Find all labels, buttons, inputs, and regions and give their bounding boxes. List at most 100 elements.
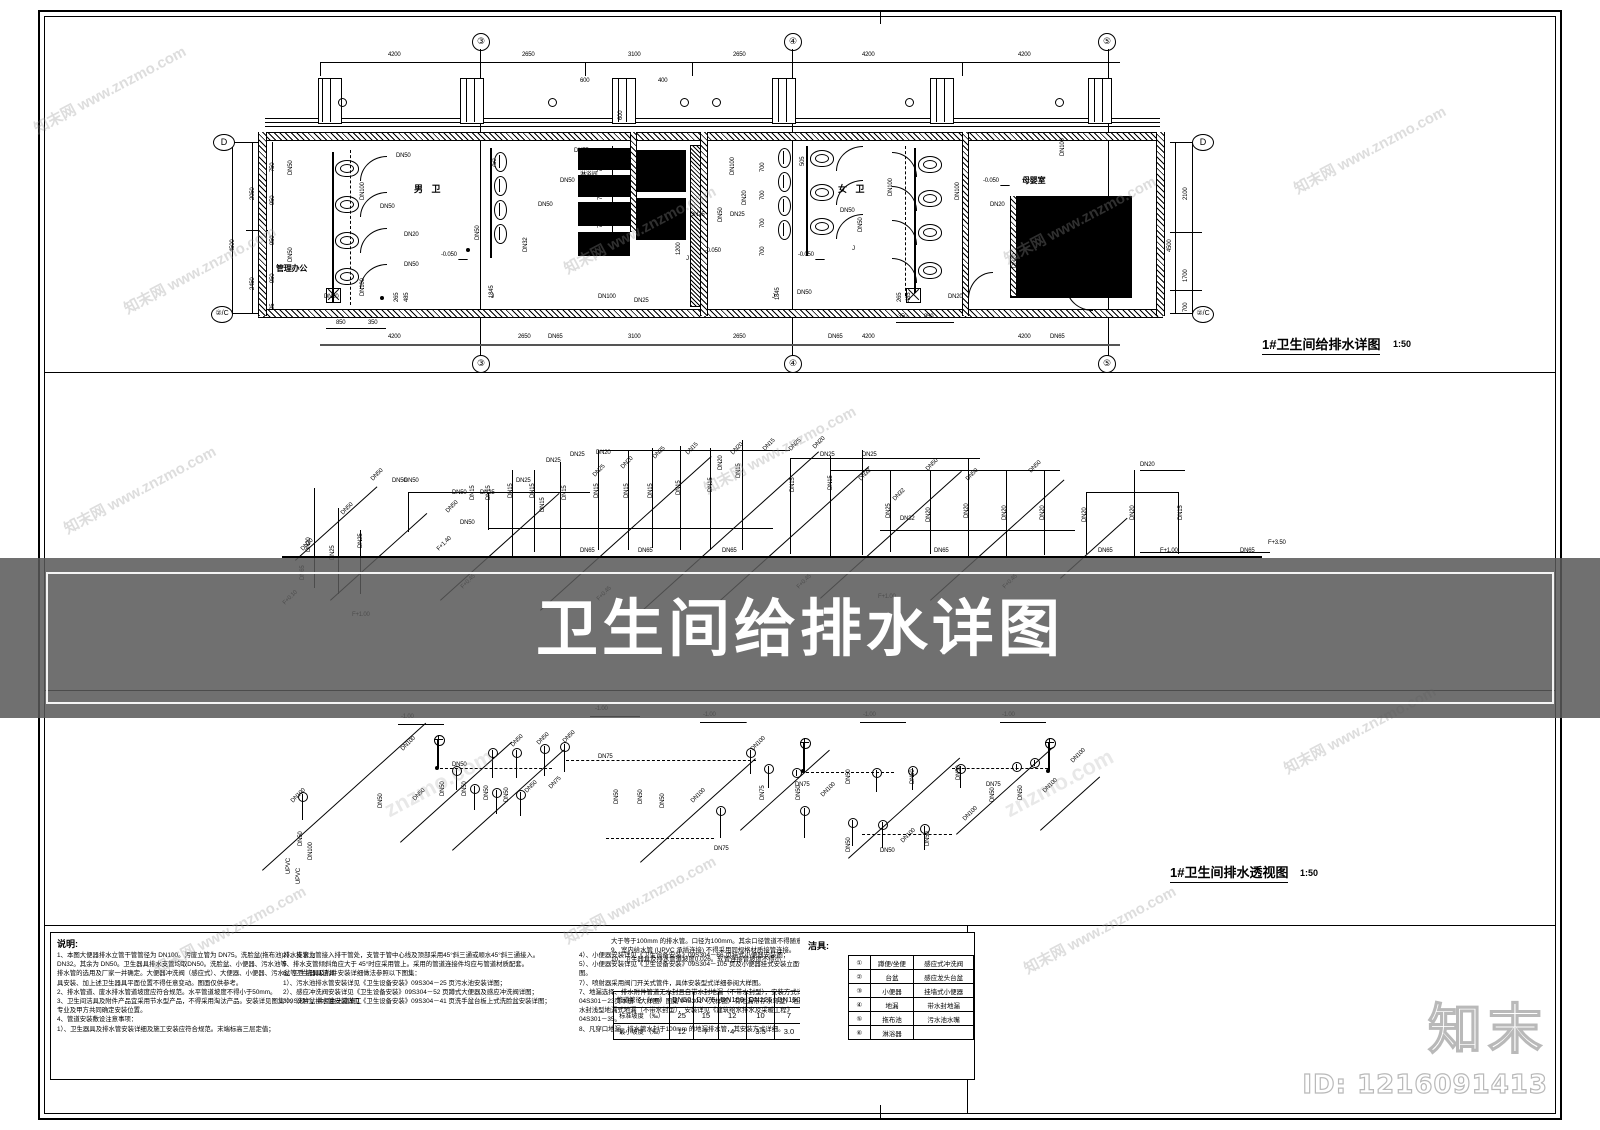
pipe-shaft-mid: [690, 145, 701, 307]
dim-top-6: 4200: [1018, 52, 1031, 58]
table-row: ① 蹲便/坐便 感应式冲洗阀: [848, 955, 974, 970]
grid-bubble-D: D: [213, 134, 235, 151]
pipe-tag: DN50: [396, 153, 411, 159]
branch-mark-J: J: [491, 294, 494, 300]
shower-room: [636, 198, 686, 240]
pipe-tag: DN15: [530, 483, 536, 498]
basin-fixture: [604, 238, 624, 251]
cell: DN50: [669, 991, 695, 1008]
floor-drain: [906, 288, 921, 303]
pipe-tag: DN65: [1098, 548, 1113, 554]
fixture-drop: [852, 826, 853, 846]
shower-outline: [578, 148, 630, 170]
note-line: 9、室内给水管 (UPVC 承插连接) 不得采用同规格材质接管连接。: [611, 947, 796, 955]
urinal-fixture: [778, 172, 791, 192]
table-row: ⑥ 淋浴器: [848, 1025, 974, 1040]
pipe-tag: DN15: [562, 485, 568, 500]
pipe-tag: DN100: [598, 294, 616, 300]
elevation-marker: -0.050: [983, 178, 999, 184]
grid-bubble-C: ②/C: [211, 306, 233, 323]
urinal-fixture: [778, 148, 791, 168]
room-label-shower2: 淋浴间: [648, 172, 666, 178]
fixture-drop: [912, 774, 913, 790]
note-line: 10、卫生器具及排水管道坡度0.026。软管连接管坡度不得小: [611, 956, 782, 964]
pipe-tag: DN50: [538, 202, 553, 208]
elev-tag: F+1.00: [1160, 548, 1178, 554]
pipe-tag: DN50: [452, 490, 467, 496]
pipe-tag: DN25: [730, 212, 745, 218]
wc-fixture: [335, 160, 359, 177]
supply-run: [488, 528, 773, 529]
supply-riser: [1178, 492, 1179, 554]
column-line: [944, 78, 945, 122]
pipe-tag: DN20: [1082, 507, 1088, 522]
wall-left: [258, 132, 267, 316]
note-line: 5、排水支管倾斜角应大于 45°时应采用管上。采用的管道连接件均应与管道材质配套…: [283, 961, 529, 969]
cell: 3.5: [745, 1023, 776, 1040]
cell: 7: [774, 1007, 804, 1024]
cell: 12: [717, 1007, 747, 1024]
pipe-tag: DN15: [470, 485, 476, 500]
ground-ref: [860, 722, 906, 723]
pipe-tag: DN100: [730, 157, 736, 175]
upvc-tag: UPVC: [286, 858, 292, 874]
dim-tick: [226, 142, 266, 143]
drain-dashed-run: [440, 768, 552, 769]
wall-bottom: [258, 309, 1163, 318]
pipe-node: [801, 769, 805, 773]
room-label-washroom: 盥洗间: [645, 206, 663, 212]
table-row: 标准坡度 （‰） 25 15 12 10 7 5: [612, 1007, 832, 1024]
pipe-tag: DN65: [580, 548, 595, 554]
cell-num: ⑤: [848, 1011, 871, 1026]
drain-dashed-run: [862, 834, 952, 835]
pipe-node: [1046, 769, 1050, 773]
cell-num: ⑥: [848, 1025, 871, 1040]
grid-bubble-4b: ④: [784, 355, 802, 373]
column-stub: [612, 78, 636, 124]
grid-bubble-3: ③: [472, 33, 490, 51]
dim-tick: [585, 62, 586, 76]
pipe-tag: DN20: [926, 507, 932, 522]
pipe-tag: DN20: [742, 190, 748, 205]
wall-boiler: [1010, 196, 1017, 296]
plan-title: 1#卫生间给排水详图: [1262, 334, 1381, 355]
dim-inner-3: 950: [270, 235, 276, 245]
dim-misc: 300: [1050, 218, 1060, 224]
dim-misc: 1200: [676, 242, 682, 255]
supply-riser: [652, 448, 653, 548]
dim-line-sm: [326, 328, 386, 329]
dim-misc: 1045: [583, 240, 596, 246]
dim-inner-1: 750: [270, 162, 276, 172]
dim-tick: [962, 62, 963, 76]
pipe-tag: DN25: [886, 503, 892, 518]
room-label-office: 管理办公: [276, 264, 308, 273]
column-line: [330, 78, 331, 122]
elev-tag: F+3.50: [1268, 540, 1286, 546]
center-tick-bottom: [880, 1105, 881, 1120]
cleanout-symbol: [470, 784, 480, 794]
dim-right-2: 1700: [1183, 269, 1189, 282]
urinal-fixture: [494, 224, 507, 244]
pipe-node: [380, 296, 384, 300]
column-stub: [1088, 78, 1112, 124]
fixture-drop: [882, 828, 883, 848]
floor-drain: [326, 288, 341, 303]
pipe-tag: DN50: [840, 208, 855, 214]
note-line: 2、排水管道、废水排水管道坡度应符合规范。水平管道坡度不得小于50mm。: [57, 988, 277, 996]
branch-mark-J: J: [852, 246, 855, 252]
supply-riser: [790, 458, 791, 554]
fixture-drop: [750, 756, 751, 774]
drain-dashed-run: [566, 760, 756, 761]
supply-run: [1086, 492, 1178, 493]
pipe-tag: DN50: [910, 769, 916, 784]
urinal-fixture: [494, 176, 507, 196]
dim-misc: 450: [1090, 268, 1100, 274]
fixture-drop: [474, 792, 475, 810]
ground-ref: [700, 722, 746, 723]
note-line: 7）、喷射器采用阀门开关式管件，具体安装型式详细参阅大样图。: [579, 979, 765, 987]
dim-spacing-1: 700: [598, 162, 604, 172]
dim-line-urinals: [612, 146, 613, 256]
pipe-dashed-vertical: [905, 146, 906, 296]
supply-riser: [930, 470, 931, 554]
column-stub: [930, 78, 954, 124]
